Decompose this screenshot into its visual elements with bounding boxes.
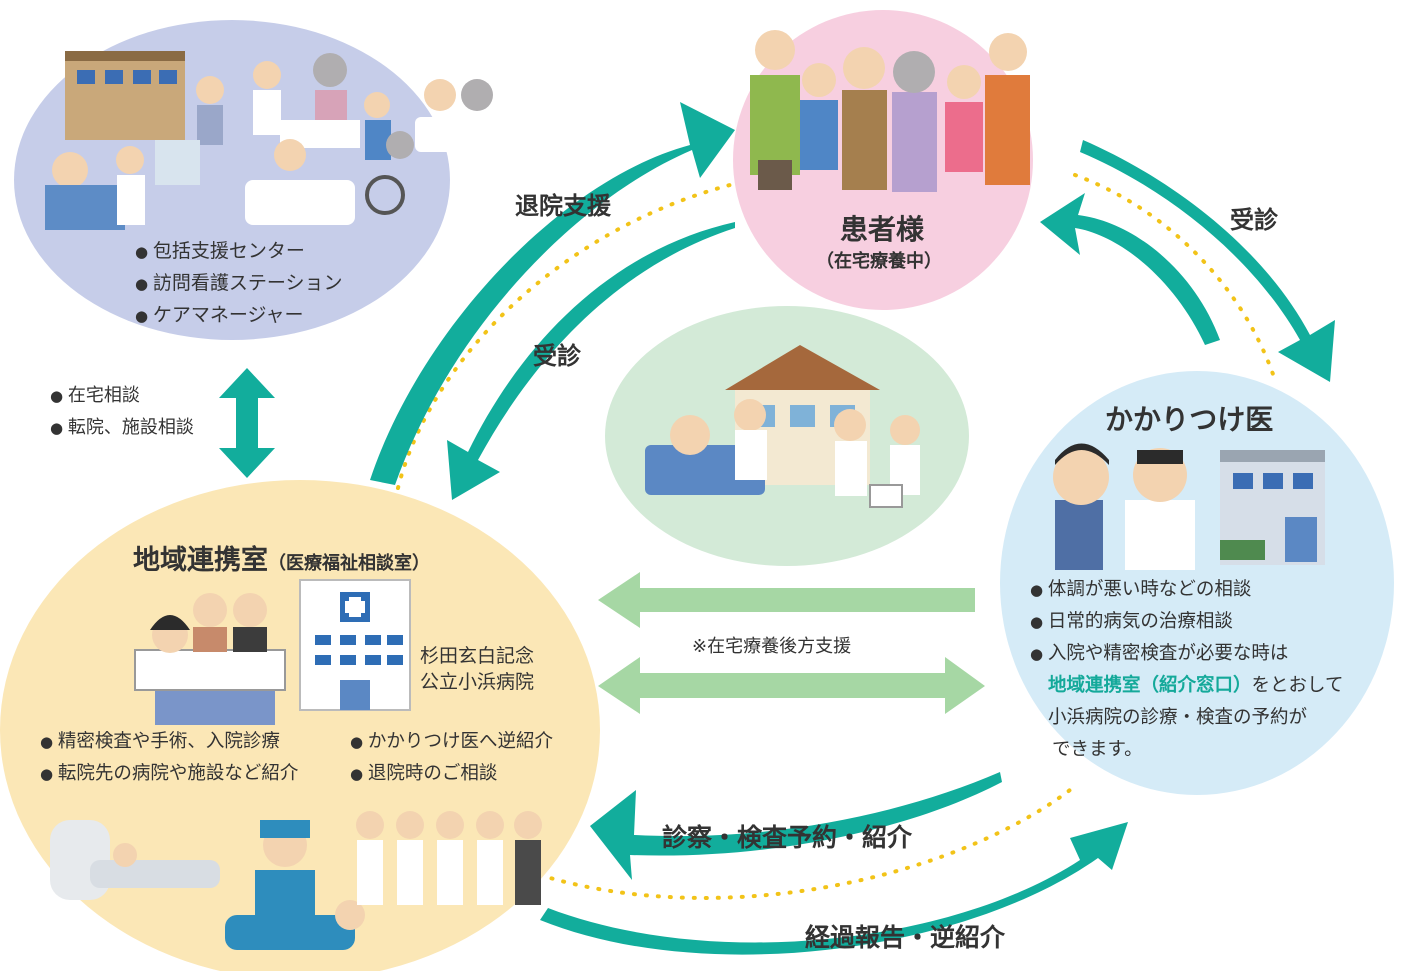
arrow-consult-right-down bbox=[1080, 140, 1335, 382]
hospital-service-item: 退院時のご相談 bbox=[350, 758, 553, 790]
arrow-exam-reservation bbox=[590, 772, 1002, 880]
dotted-link-left bbox=[396, 183, 732, 490]
support-service-item: 包括支援センター bbox=[135, 236, 342, 268]
doctor-services-list: 体調が悪い時などの相談 日常的病気の治療相談 入院や精密検査が必要な時は bbox=[1030, 574, 1289, 670]
doctor-service-item: 日常的病気の治療相談 bbox=[1030, 606, 1288, 638]
support-services-list: 包括支援センター 訪問看護ステーション ケアマネージャー bbox=[135, 236, 343, 332]
label-consult-right: 受診 bbox=[1230, 206, 1278, 234]
support-service-item: 訪問看護ステーション bbox=[135, 268, 343, 300]
patient-subtitle: （在宅療養中） bbox=[816, 251, 942, 272]
consultation-list: 在宅相談 転院、施設相談 bbox=[50, 380, 194, 444]
hospital-services-left: 精密検査や手術、入院診療 転院先の病院や施設など紹介 bbox=[40, 726, 299, 790]
support-service-item: ケアマネージャー bbox=[135, 300, 342, 332]
patient-title: 患者様 bbox=[840, 213, 925, 246]
arrow-consult-right-up bbox=[1040, 193, 1220, 345]
doctor-service-item: 入院や精密検査が必要な時は bbox=[1030, 638, 1289, 670]
label-consult-left: 受診 bbox=[533, 342, 581, 370]
hospital-service-item: 転院先の病院や施設など紹介 bbox=[40, 758, 299, 790]
hospital-name-line1: 杉田玄白記念 bbox=[420, 645, 535, 667]
hospital-service-item: かかりつけ医へ逆紹介 bbox=[350, 726, 553, 758]
liaison-office-highlight: 地域連携室（紹介窓口） bbox=[1048, 675, 1252, 696]
hospital-services-right: かかりつけ医へ逆紹介 退院時のご相談 bbox=[350, 726, 553, 790]
label-home-support: ※在宅療養後方支援 bbox=[692, 636, 852, 657]
liaison-office-subtitle: （医療福祉相談室） bbox=[268, 553, 430, 574]
hospital-service-item: 精密検査や手術、入院診療 bbox=[40, 726, 298, 758]
doctor-note-rest: をとおして bbox=[1251, 675, 1344, 696]
label-discharge-support: 退院支援 bbox=[515, 192, 611, 220]
clinic-doctor-icon bbox=[1053, 443, 1325, 570]
arrow-consult-vertical bbox=[219, 368, 275, 478]
arrow-home-support-both bbox=[598, 657, 985, 714]
label-progress-report: 経過報告・逆紹介 bbox=[805, 923, 1006, 952]
doctor-service-item: 体調が悪い時などの相談 bbox=[1030, 574, 1288, 606]
arrow-consult-left bbox=[447, 222, 735, 500]
dotted-link-bottom bbox=[538, 788, 1072, 900]
liaison-office-title: 地域連携室 bbox=[133, 545, 268, 576]
doctor-note-line3: できます。 bbox=[1052, 739, 1143, 760]
medical-staff-icon bbox=[50, 811, 542, 950]
label-exam-reservation: 診察・検査予約・紹介 bbox=[662, 823, 913, 852]
doctor-note-line2: 小浜病院の診療・検査の予約が bbox=[1048, 707, 1308, 728]
hospital-name-line2: 公立小浜病院 bbox=[420, 671, 535, 693]
doctor-note-line1: 地域連携室（紹介窓口）をとおして bbox=[1048, 671, 1343, 697]
arrow-home-support-left bbox=[598, 572, 975, 628]
care-facility-icon bbox=[45, 51, 495, 230]
hospital-building-icon bbox=[134, 579, 411, 725]
arrow-discharge-support bbox=[370, 102, 735, 485]
consultation-item: 転院、施設相談 bbox=[50, 412, 194, 444]
consultation-item: 在宅相談 bbox=[50, 380, 194, 412]
doctor-title: かかりつけ医 bbox=[1105, 403, 1274, 436]
hospital-title: 地域連携室（医療福祉相談室） bbox=[133, 538, 430, 577]
family-icon bbox=[750, 30, 1030, 192]
home-visit-icon bbox=[645, 345, 920, 508]
